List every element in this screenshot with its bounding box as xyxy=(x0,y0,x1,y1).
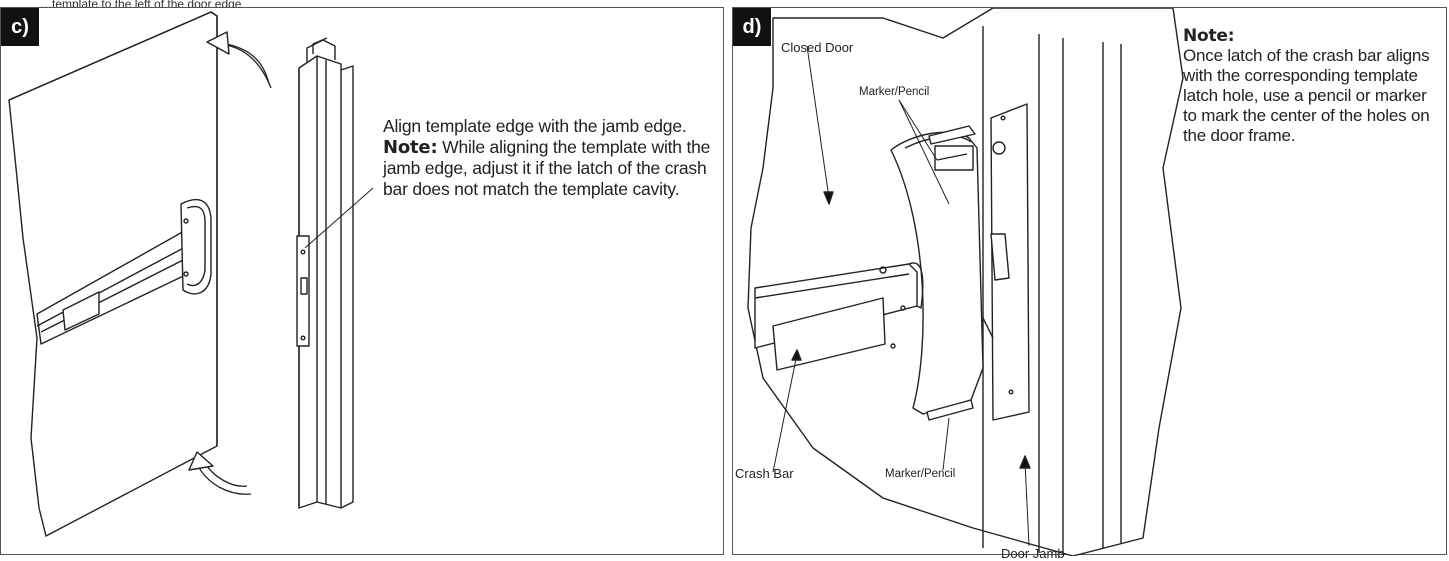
crash-bar-head xyxy=(890,131,984,415)
callout-door-jamb: Door Jamb xyxy=(1001,546,1065,561)
panel-d-note-label: Note: xyxy=(1183,26,1235,46)
panel-c-note-label: Note: xyxy=(383,137,438,158)
panel-c-badge: c) xyxy=(1,8,39,46)
top-caption: …template to the left of the door edge xyxy=(40,0,242,11)
top-rotate-arrow xyxy=(225,43,270,85)
callout-closed-door: Closed Door xyxy=(781,40,854,55)
panel-c-instruction: Align template edge with the jamb edge. xyxy=(383,116,687,136)
panel-c-note: Note: While aligning the template with t… xyxy=(383,137,713,200)
panel-c: c) xyxy=(0,7,724,555)
panel-c-note-text: While aligning the template with the jam… xyxy=(383,137,711,199)
panel-d-text: Note: Once latch of the crash bar aligns… xyxy=(1183,26,1439,146)
panel-d: d) xyxy=(732,7,1447,561)
callout-marker-top: Marker/Pencil xyxy=(859,86,930,98)
panel-d-note-text: Once latch of the crash bar aligns with … xyxy=(1183,46,1430,145)
template-plate xyxy=(990,103,1030,421)
panel-c-illustration xyxy=(8,11,374,537)
panel-c-text: Align template edge with the jamb edge. … xyxy=(383,116,713,200)
panel-d-illustration xyxy=(747,8,1184,556)
callout-crash-bar: Crash Bar xyxy=(735,466,794,481)
panel-d-badge: d) xyxy=(733,8,771,46)
callout-marker-bottom: Marker/Pencil xyxy=(885,468,956,480)
